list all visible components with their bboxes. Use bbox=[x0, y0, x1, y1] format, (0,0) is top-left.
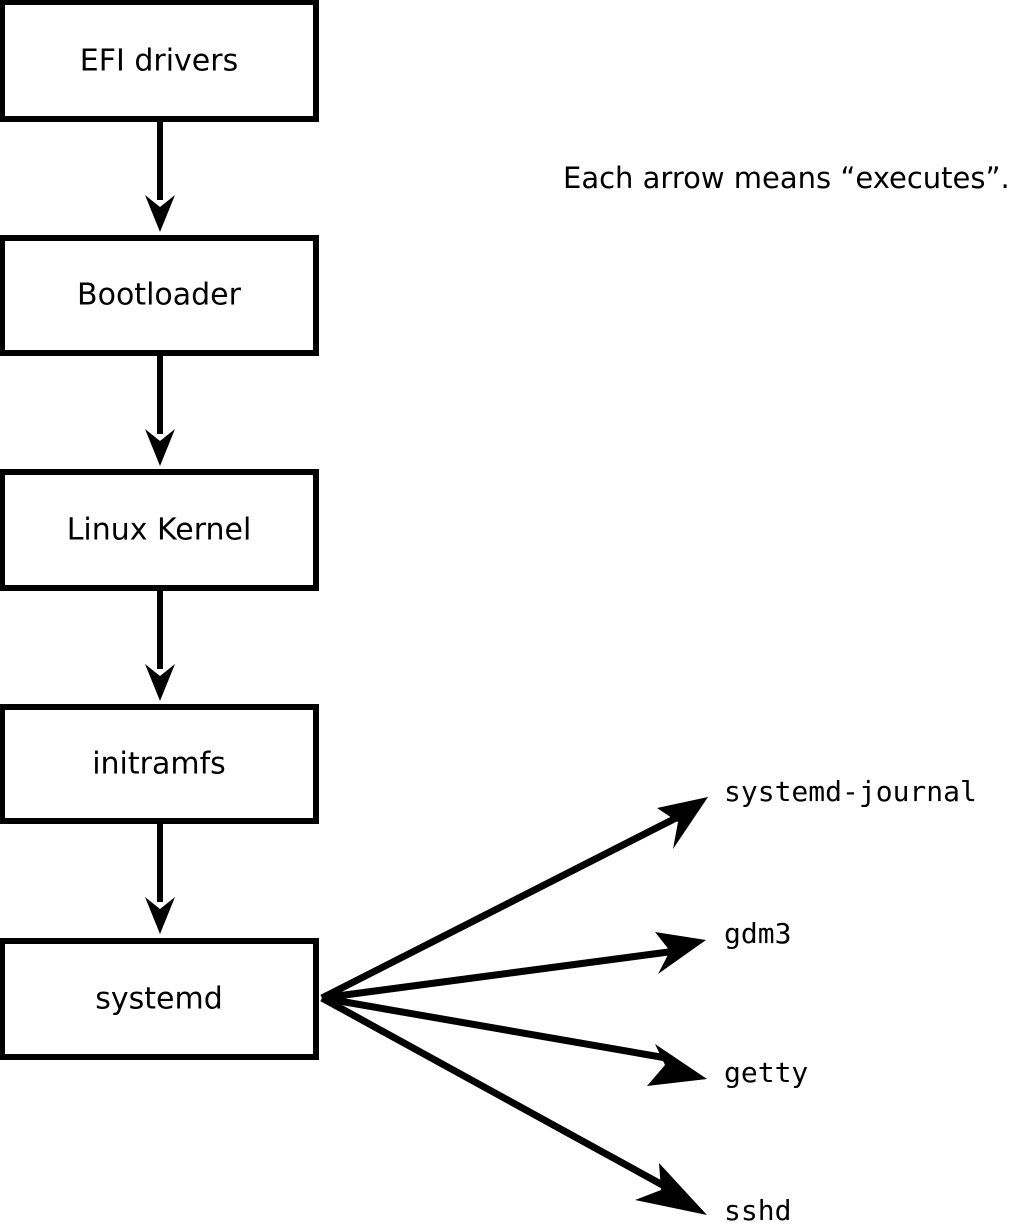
arrow-systemd-to-getty-stem bbox=[321, 994, 673, 1063]
arrow-systemd-to-systemd-journal-stem bbox=[320, 814, 678, 1002]
node-efi-drivers-label: EFI drivers bbox=[80, 44, 238, 79]
process-label-getty: getty bbox=[724, 1056, 808, 1089]
arrow-kernel-to-initramfs bbox=[145, 588, 175, 701]
node-bootloader[interactable]: Bootloader bbox=[0, 235, 319, 356]
arrow-kernel-to-initramfs-head bbox=[145, 664, 175, 701]
node-systemd-box bbox=[0, 938, 319, 1060]
spawned-process-labels: systemd-journal gdm3 getty sshd bbox=[724, 775, 977, 1227]
node-linux-kernel[interactable]: Linux Kernel bbox=[0, 469, 319, 591]
arrow-systemd-to-systemd-journal-head bbox=[657, 797, 708, 849]
node-linux-kernel-label: Linux Kernel bbox=[67, 513, 252, 548]
node-initramfs-label: initramfs bbox=[92, 747, 226, 782]
arrow-initramfs-to-systemd bbox=[145, 821, 175, 934]
arrow-bootloader-to-kernel bbox=[145, 353, 175, 466]
process-label-systemd-journal: systemd-journal bbox=[724, 775, 977, 808]
node-bootloader-label: Bootloader bbox=[77, 278, 242, 313]
node-bootloader-box bbox=[0, 235, 319, 356]
arrow-bootloader-to-kernel-head bbox=[145, 429, 175, 466]
boot-chain-group: EFI drivers Bootloader Linux Kernel init… bbox=[0, 0, 319, 1060]
arrow-systemd-to-sshd-head bbox=[635, 1163, 707, 1215]
node-initramfs[interactable]: initramfs bbox=[0, 704, 319, 824]
process-label-sshd: sshd bbox=[724, 1194, 791, 1227]
arrow-efi-to-bootloader-head bbox=[145, 195, 175, 232]
arrow-systemd-to-gdm3 bbox=[321, 932, 706, 1002]
node-linux-kernel-box bbox=[0, 469, 319, 591]
arrow-systemd-to-sshd-stem bbox=[320, 994, 670, 1192]
arrow-systemd-to-getty bbox=[321, 994, 707, 1086]
arrow-systemd-to-getty-head bbox=[647, 1044, 707, 1086]
legend-text: Each arrow means “executes”. bbox=[563, 161, 1010, 195]
arrow-systemd-to-sshd bbox=[320, 994, 707, 1215]
arrow-systemd-to-gdm3-head bbox=[655, 932, 706, 974]
arrow-efi-to-bootloader bbox=[145, 119, 175, 232]
node-efi-drivers-box bbox=[0, 0, 319, 122]
node-efi-drivers[interactable]: EFI drivers bbox=[0, 0, 319, 122]
arrow-systemd-to-gdm3-stem bbox=[321, 947, 677, 1002]
arrow-initramfs-to-systemd-head bbox=[145, 897, 175, 934]
node-systemd-label: systemd bbox=[95, 982, 223, 1017]
node-systemd[interactable]: systemd bbox=[0, 938, 319, 1060]
process-label-gdm3: gdm3 bbox=[724, 917, 791, 950]
arrow-systemd-to-systemd-journal bbox=[320, 797, 708, 1002]
chain-arrows-group bbox=[145, 119, 175, 934]
fanout-arrows-group bbox=[320, 797, 708, 1215]
